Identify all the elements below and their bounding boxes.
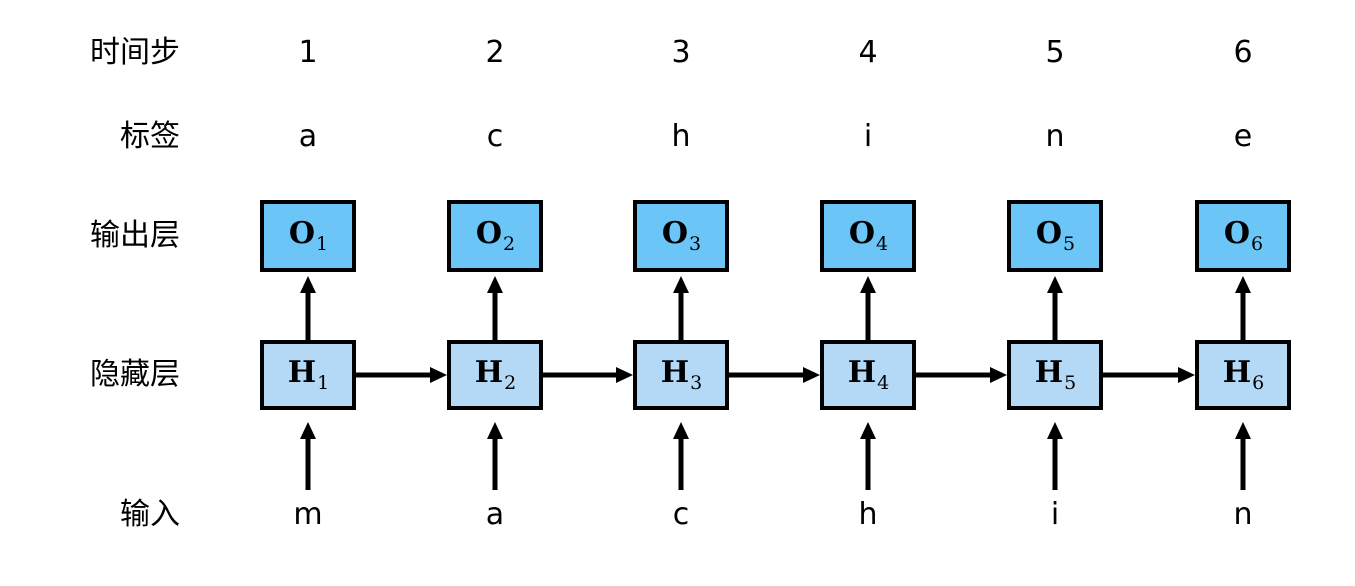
output-node-6: O6 [1195,200,1291,272]
hidden-node-base-3: H [660,355,690,390]
arrow-hidden-to-hidden-1 [356,360,447,390]
output-node-4: O4 [820,200,916,272]
arrow-hidden-to-hidden-3 [729,360,820,390]
hidden-node-sub-4: 4 [877,372,890,394]
hidden-node-3: H3 [633,340,729,410]
output-node-label-4: O4 [848,216,888,254]
hidden-node-label-2: H2 [474,355,516,393]
output-node-base-3: O [661,216,689,251]
hidden-node-sub-1: 1 [317,372,330,394]
hidden-node-base-4: H [847,355,877,390]
output-node-base-5: O [1035,216,1063,251]
output-node-sub-4: 4 [876,233,889,255]
output-node-base-4: O [848,216,876,251]
output-node-sub-1: 1 [316,233,329,255]
output-node-base-6: O [1223,216,1251,251]
output-node-base-1: O [288,216,316,251]
arrow-input-to-hidden-6 [1228,422,1258,490]
hidden-node-label-5: H5 [1034,355,1076,393]
hidden-node-base-5: H [1034,355,1064,390]
input-value-2: a [485,497,505,532]
output-node-sub-6: 6 [1251,233,1264,255]
output-node-sub-2: 2 [503,233,516,255]
label-value-3: h [671,119,691,154]
hidden-node-sub-6: 6 [1252,372,1265,394]
hidden-node-sub-2: 2 [504,372,517,394]
row-label-input: 输入 [120,497,180,532]
arrow-input-to-hidden-5 [1040,422,1070,490]
arrow-hidden-to-hidden-2 [543,360,633,390]
input-value-4: h [858,497,878,532]
output-node-2: O2 [447,200,543,272]
hidden-node-label-4: H4 [847,355,889,393]
row-label-hidden: 隐藏层 [90,357,180,392]
timestep-value-1: 1 [298,35,318,70]
hidden-node-label-6: H6 [1222,355,1264,393]
output-node-base-2: O [475,216,503,251]
output-node-label-1: O1 [288,216,328,254]
input-value-6: n [1233,497,1253,532]
arrow-hidden-to-output-5 [1040,276,1070,342]
timestep-value-4: 4 [858,35,878,70]
row-label-output: 输出层 [90,218,180,253]
output-node-sub-5: 5 [1063,233,1076,255]
arrow-hidden-to-output-6 [1228,276,1258,342]
timestep-value-6: 6 [1233,35,1253,70]
hidden-node-sub-5: 5 [1064,372,1077,394]
label-value-6: e [1233,119,1253,154]
output-node-1: O1 [260,200,356,272]
arrow-hidden-to-hidden-5 [1103,360,1195,390]
input-value-3: c [672,497,690,532]
hidden-node-4: H4 [820,340,916,410]
hidden-node-base-2: H [474,355,504,390]
arrow-input-to-hidden-2 [480,422,510,490]
arrow-input-to-hidden-4 [853,422,883,490]
output-node-label-3: O3 [661,216,701,254]
arrow-hidden-to-output-2 [480,276,510,342]
hidden-node-label-1: H1 [287,355,329,393]
hidden-node-base-6: H [1222,355,1252,390]
timestep-value-3: 3 [671,35,691,70]
hidden-node-base-1: H [287,355,317,390]
row-label-label: 标签 [120,119,180,154]
arrow-input-to-hidden-1 [293,422,323,490]
label-value-2: c [486,119,504,154]
hidden-node-1: H1 [260,340,356,410]
label-value-1: a [298,119,318,154]
hidden-node-sub-3: 3 [690,372,703,394]
hidden-node-6: H6 [1195,340,1291,410]
arrow-hidden-to-output-3 [666,276,696,342]
timestep-value-2: 2 [485,35,505,70]
row-label-timestep: 时间步 [90,35,180,70]
arrow-hidden-to-output-4 [853,276,883,342]
hidden-node-5: H5 [1007,340,1103,410]
hidden-node-2: H2 [447,340,543,410]
input-value-5: i [1050,497,1060,532]
timestep-value-5: 5 [1045,35,1065,70]
output-node-5: O5 [1007,200,1103,272]
output-node-label-6: O6 [1223,216,1263,254]
output-node-label-2: O2 [475,216,515,254]
output-node-sub-3: 3 [689,233,702,255]
output-node-3: O3 [633,200,729,272]
output-node-label-5: O5 [1035,216,1075,254]
input-value-1: m [293,497,323,532]
arrow-input-to-hidden-3 [666,422,696,490]
label-value-4: i [863,119,873,154]
label-value-5: n [1045,119,1065,154]
arrow-hidden-to-hidden-4 [916,360,1007,390]
arrow-hidden-to-output-1 [293,276,323,342]
hidden-node-label-3: H3 [660,355,702,393]
